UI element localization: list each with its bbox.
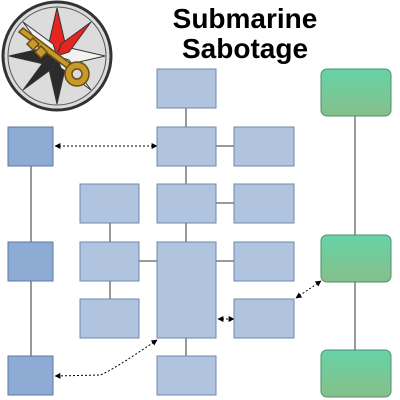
arrow-center-to-left-bottom (54, 339, 158, 379)
dotted-arrows (54, 143, 322, 379)
green-column (320, 68, 392, 398)
arrow-right-to-green (295, 280, 322, 299)
node-right-row1 (233, 126, 295, 167)
node-left-stack-top (79, 183, 140, 224)
node-green-top (320, 68, 392, 117)
title-line-1: Submarine (172, 3, 318, 34)
node-green-bottom (320, 349, 392, 398)
node-left-stack-bottom (79, 298, 140, 339)
node-green-middle (320, 234, 392, 283)
key-icon (17, 27, 90, 87)
node-left-top (7, 126, 54, 167)
node-right-row3 (233, 241, 295, 282)
node-right-row4 (233, 298, 295, 339)
title-line-2: Sabotage (181, 33, 309, 64)
center-nodes (79, 68, 295, 396)
left-column (7, 126, 54, 396)
node-left-bottom (7, 355, 54, 396)
node-center-row1 (156, 126, 217, 167)
node-left-middle (7, 241, 54, 282)
node-center-large (156, 241, 217, 339)
page-title: Submarine Sabotage (140, 4, 350, 64)
node-center-row2 (156, 183, 217, 224)
node-left-stack-middle (79, 241, 140, 282)
compass-key-logo-icon (1, 0, 113, 112)
node-center-bottom (156, 355, 217, 396)
node-right-row2 (233, 183, 295, 224)
node-center-top (156, 68, 217, 109)
